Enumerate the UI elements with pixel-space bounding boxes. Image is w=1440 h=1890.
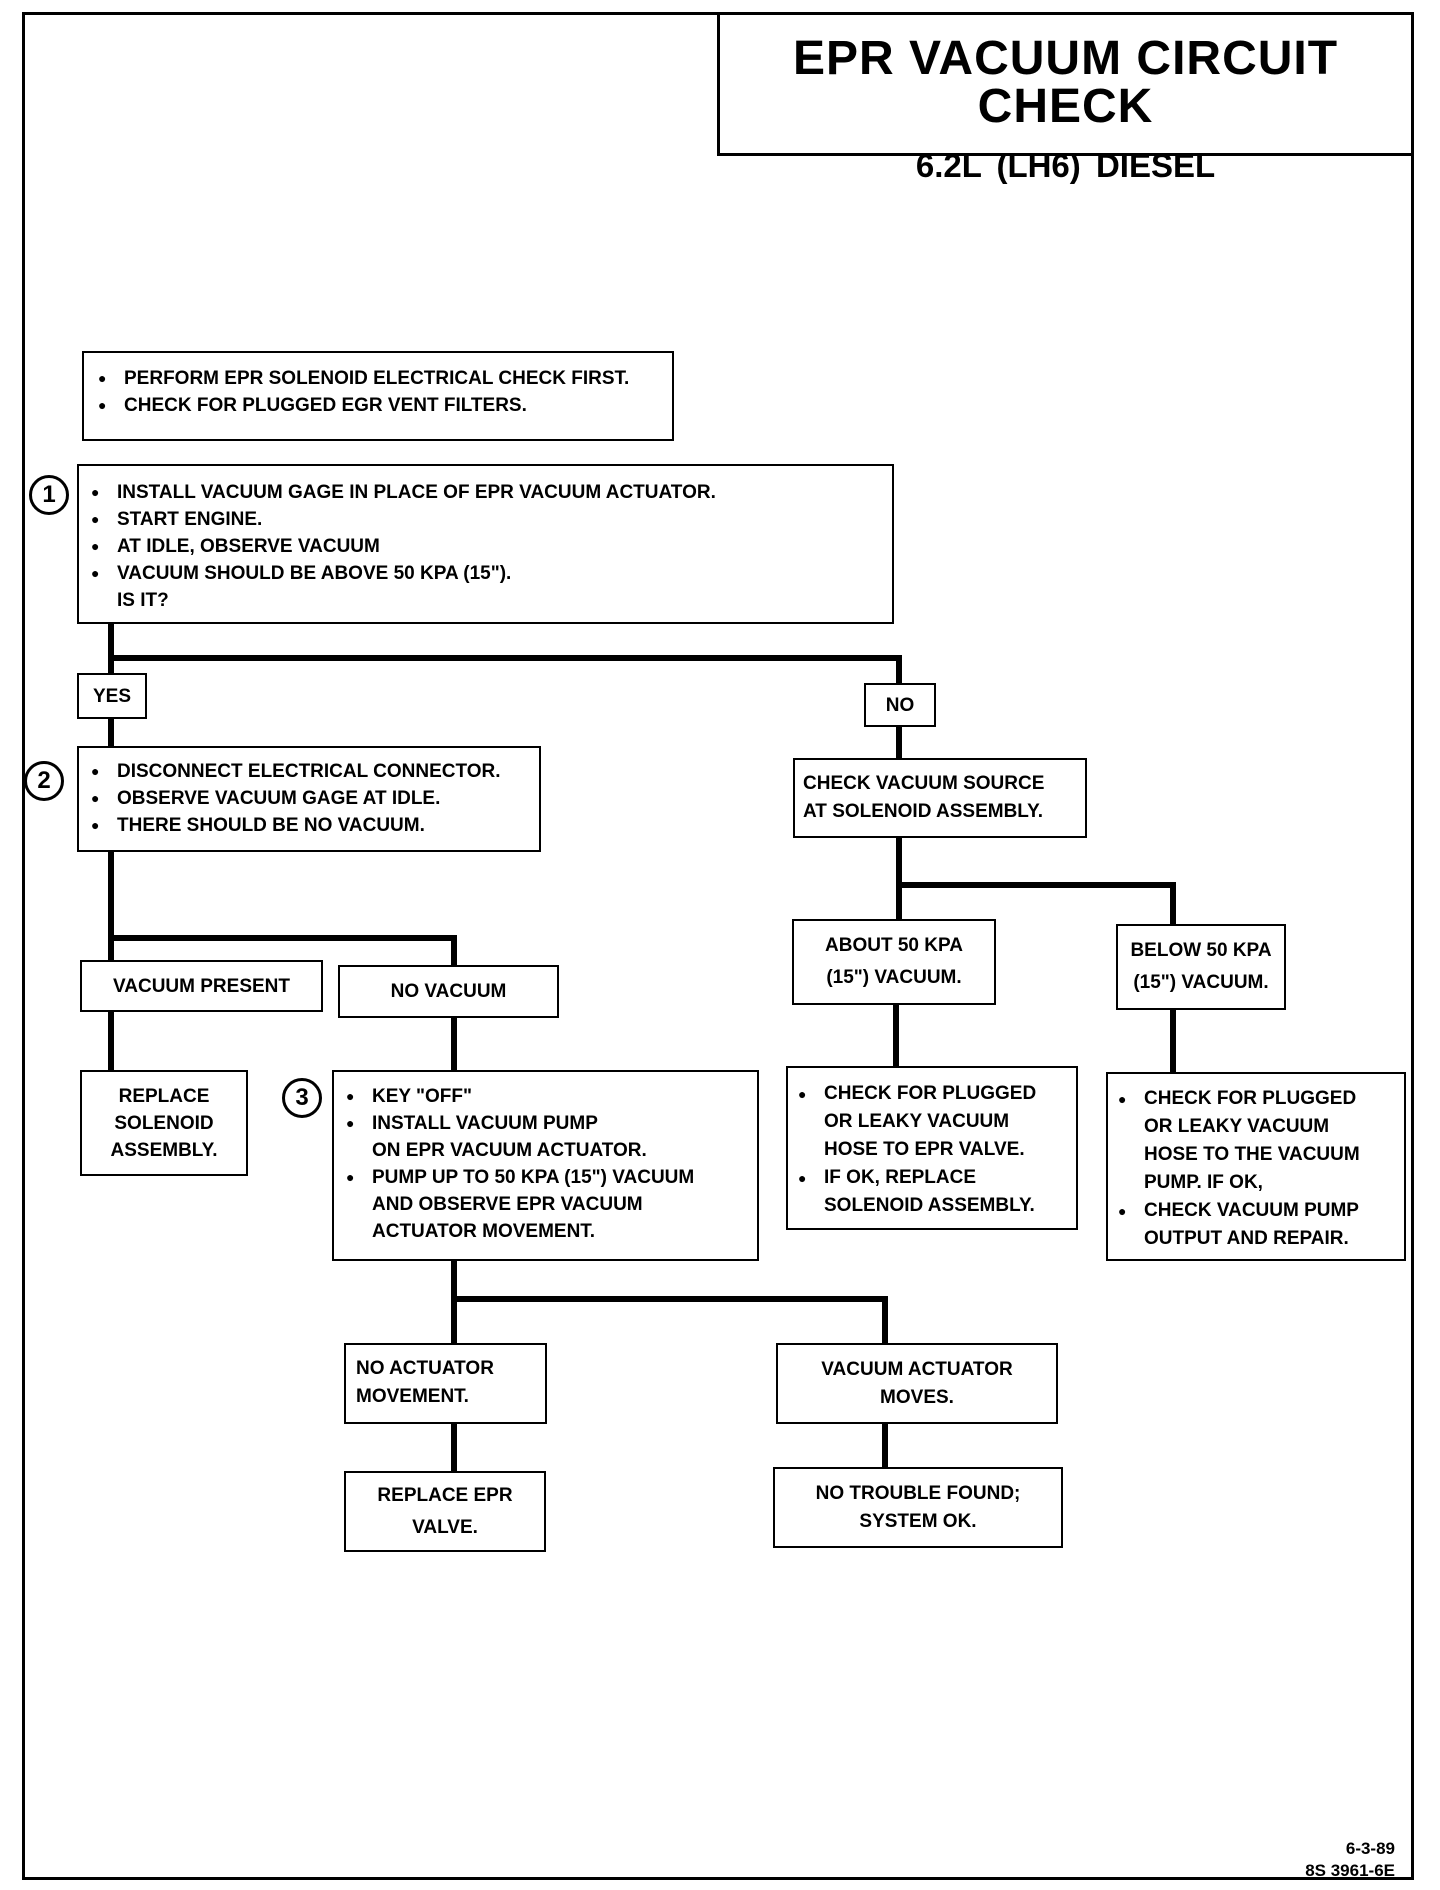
below-action-item: CHECK FOR PLUGGED OR LEAKY VACUUM HOSE T…	[1110, 1085, 1402, 1197]
below-50-line: BELOW 50 KPA	[1130, 940, 1272, 961]
check-source-line: AT SOLENOID ASSEMBLY.	[803, 801, 1043, 822]
step-3-line: PUMP UP TO 50 KPA (15") VACUUM	[372, 1167, 695, 1188]
vacuum-present-box: VACUUM PRESENT	[80, 960, 323, 1012]
below-action-line: CHECK FOR PLUGGED	[1144, 1088, 1357, 1109]
below-action-line: OUTPUT AND REPAIR.	[1144, 1228, 1349, 1249]
step-2-item: OBSERVE VACUUM GAGE AT IDLE.	[83, 785, 535, 812]
precheck-item: CHECK FOR PLUGGED EGR VENT FILTERS.	[90, 392, 666, 419]
about-50-kpa-box: ABOUT 50 KPA (15") VACUUM.	[792, 919, 996, 1005]
no-trouble-found-box: NO TROUBLE FOUND; SYSTEM OK.	[773, 1467, 1063, 1548]
page-subtitle: 6.2L (LH6) DIESEL	[915, 147, 1216, 184]
no-actuator-line: NO ACTUATOR	[356, 1358, 494, 1379]
step-3-line: ACTUATOR MOVEMENT.	[372, 1221, 596, 1242]
step-3-line: KEY "OFF"	[372, 1086, 473, 1107]
precheck-box: PERFORM EPR SOLENOID ELECTRICAL CHECK FI…	[82, 351, 674, 441]
step-3-line: AND OBSERVE EPR VACUUM	[372, 1194, 643, 1215]
step-2-box: DISCONNECT ELECTRICAL CONNECTOR. OBSERVE…	[77, 746, 541, 852]
step-3-item: KEY "OFF"	[338, 1083, 753, 1110]
step-3-item: INSTALL VACUUM PUMP ON EPR VACUUM ACTUAT…	[338, 1110, 753, 1164]
step-2-item: THERE SHOULD BE NO VACUUM.	[83, 812, 535, 839]
about-action-line: CHECK FOR PLUGGED	[824, 1083, 1037, 1104]
replace-solenoid-line: REPLACE	[118, 1085, 210, 1107]
step-3-line: ON EPR VACUUM ACTUATOR.	[372, 1140, 647, 1161]
footer-codes: 6-3-89 8S 3961-6E	[1305, 1838, 1395, 1882]
about-action-line: OR LEAKY VACUUM	[824, 1111, 1010, 1132]
replace-epr-line: VALVE.	[412, 1516, 478, 1538]
footer-code: 8S 3961-6E	[1305, 1861, 1395, 1880]
step-1-item: VACUUM SHOULD BE ABOVE 50 KPA (15").	[83, 560, 888, 587]
no-vacuum-box: NO VACUUM	[338, 965, 559, 1018]
replace-solenoid-box: REPLACE SOLENOID ASSEMBLY.	[80, 1070, 248, 1176]
actuator-moves-line: VACUUM ACTUATOR	[821, 1358, 1013, 1380]
about-action-line: IF OK, REPLACE	[824, 1167, 977, 1188]
check-vacuum-source-box: CHECK VACUUM SOURCE AT SOLENOID ASSEMBLY…	[793, 758, 1087, 838]
footer-date: 6-3-89	[1345, 1839, 1395, 1858]
below-50-line: (15") VACUUM.	[1133, 972, 1269, 993]
precheck-item: PERFORM EPR SOLENOID ELECTRICAL CHECK FI…	[90, 365, 666, 392]
no-trouble-line: SYSTEM OK.	[859, 1510, 977, 1532]
replace-epr-line: REPLACE EPR	[377, 1484, 513, 1506]
step-1-item: AT IDLE, OBSERVE VACUUM	[83, 533, 888, 560]
check-source-line: CHECK VACUUM SOURCE	[803, 773, 1045, 794]
about-50-line: (15") VACUUM.	[826, 967, 962, 988]
step-3-marker: 3	[282, 1078, 322, 1118]
actuator-moves-line: MOVES.	[880, 1386, 954, 1408]
about-50-action-box: CHECK FOR PLUGGED OR LEAKY VACUUM HOSE T…	[786, 1066, 1078, 1230]
title-box: EPR VACUUM CIRCUIT CHECK 6.2L (LH6) DIES…	[717, 12, 1414, 182]
about-50-line: ABOUT 50 KPA	[825, 935, 963, 956]
below-action-item: CHECK VACUUM PUMP OUTPUT AND REPAIR.	[1110, 1197, 1402, 1253]
step-1-item: INSTALL VACUUM GAGE IN PLACE OF EPR VACU…	[83, 479, 888, 506]
page-title: EPR VACUUM CIRCUIT CHECK	[792, 32, 1339, 133]
about-action-line: SOLENOID ASSEMBLY.	[824, 1195, 1035, 1216]
below-action-line: HOSE TO THE VACUUM	[1144, 1144, 1360, 1165]
replace-solenoid-line: SOLENOID	[114, 1112, 214, 1134]
step-2-marker: 2	[24, 761, 64, 801]
replace-epr-valve-box: REPLACE EPR VALVE.	[344, 1471, 546, 1552]
replace-solenoid-line: ASSEMBLY.	[110, 1139, 218, 1161]
about-action-item: IF OK, REPLACE SOLENOID ASSEMBLY.	[790, 1164, 1074, 1220]
step-1-item: START ENGINE.	[83, 506, 888, 533]
no-trouble-line: NO TROUBLE FOUND;	[815, 1482, 1021, 1504]
step-3-box: KEY "OFF" INSTALL VACUUM PUMP ON EPR VAC…	[332, 1070, 759, 1261]
about-action-item: CHECK FOR PLUGGED OR LEAKY VACUUM HOSE T…	[790, 1080, 1074, 1164]
step-1-question: IS IT?	[117, 590, 169, 611]
below-50-action-box: CHECK FOR PLUGGED OR LEAKY VACUUM HOSE T…	[1106, 1072, 1406, 1261]
below-action-line: OR LEAKY VACUUM	[1144, 1116, 1330, 1137]
below-action-line: PUMP. IF OK,	[1144, 1172, 1263, 1193]
yes-label: YES	[77, 673, 147, 719]
about-action-line: HOSE TO EPR VALVE.	[824, 1139, 1025, 1160]
step-2-item: DISCONNECT ELECTRICAL CONNECTOR.	[83, 758, 535, 785]
vacuum-actuator-moves-box: VACUUM ACTUATOR MOVES.	[776, 1343, 1058, 1424]
step-1-box: INSTALL VACUUM GAGE IN PLACE OF EPR VACU…	[77, 464, 894, 624]
no-actuator-line: MOVEMENT.	[356, 1386, 469, 1407]
step-3-item: PUMP UP TO 50 KPA (15") VACUUM AND OBSER…	[338, 1164, 753, 1245]
below-50-kpa-box: BELOW 50 KPA (15") VACUUM.	[1116, 924, 1286, 1010]
no-label: NO	[864, 683, 936, 727]
below-action-line: CHECK VACUUM PUMP	[1144, 1200, 1359, 1221]
step-3-line: INSTALL VACUUM PUMP	[372, 1113, 598, 1134]
step-1-marker: 1	[29, 475, 69, 515]
no-actuator-movement-box: NO ACTUATOR MOVEMENT.	[344, 1343, 547, 1424]
